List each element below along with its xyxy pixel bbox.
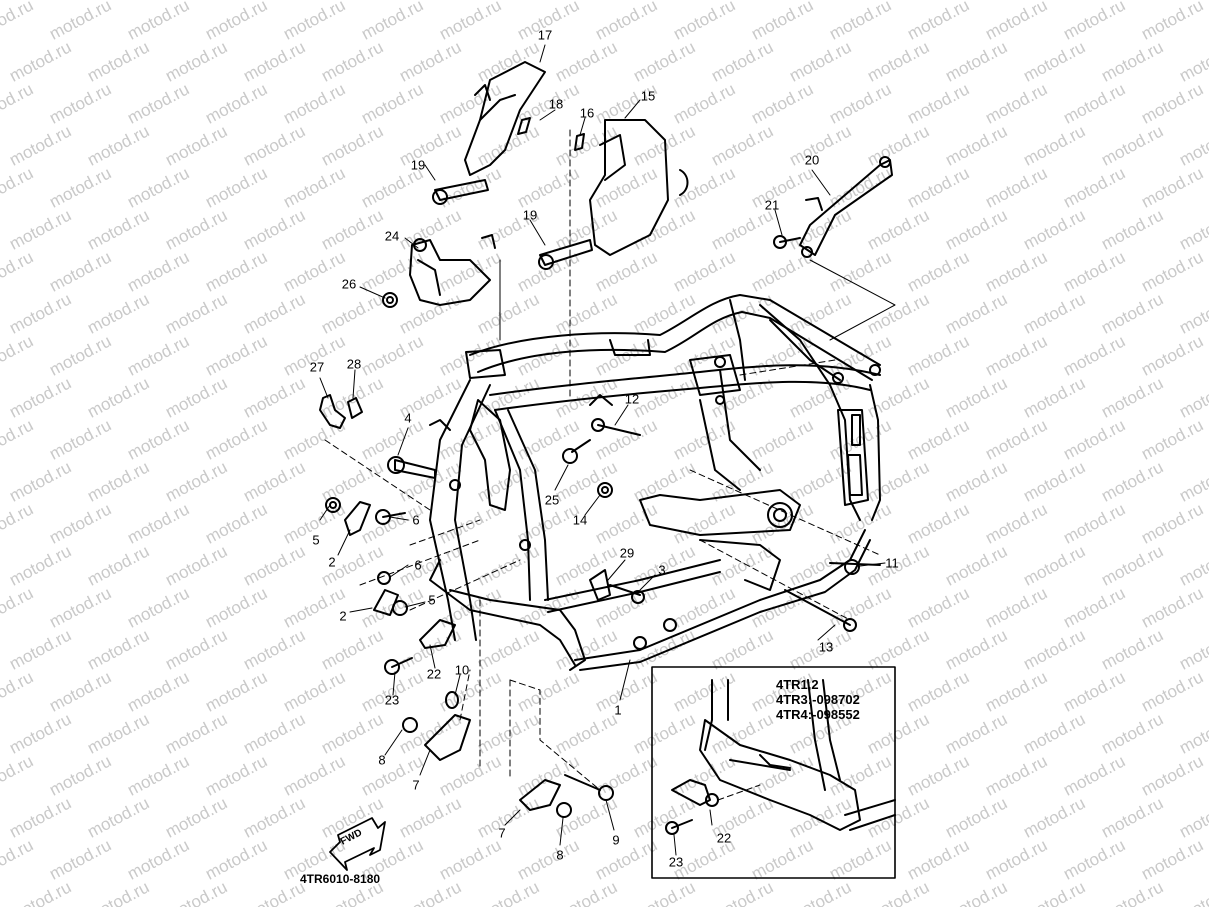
callout-1: 1	[614, 702, 622, 718]
callout-8-right: 8	[556, 847, 564, 863]
callout-26: 26	[341, 276, 357, 292]
callout-28: 28	[346, 356, 362, 372]
callout-17: 17	[537, 27, 553, 43]
callout-14: 14	[572, 512, 588, 528]
callout-19-upper: 19	[410, 157, 426, 173]
cover-15	[589, 119, 689, 256]
callout-25: 25	[544, 492, 560, 508]
inset-model-line-3: 4TR4:-098552	[776, 707, 860, 722]
callout-7-left: 7	[412, 777, 420, 793]
callout-3: 3	[658, 562, 666, 578]
cover-17	[464, 61, 546, 176]
left-hardware	[319, 394, 881, 818]
callout-6-upper: 6	[412, 512, 420, 528]
diagram-code: 4TR6010-8180	[300, 872, 381, 886]
inset-model-line-1: 4TR1,2	[776, 677, 819, 692]
inset-model-line-2: 4TR3:-098702	[776, 692, 860, 707]
callout-10: 10	[454, 662, 470, 678]
callout-29: 29	[619, 545, 635, 561]
callout-8-left: 8	[378, 752, 386, 768]
main-frame	[429, 294, 881, 671]
callout-15: 15	[640, 88, 656, 104]
inset-box	[651, 666, 896, 879]
inset-callout-23: 23	[668, 854, 684, 870]
callout-22: 22	[426, 666, 442, 682]
leader-lines	[319, 44, 896, 846]
callout-5-upper: 5	[312, 532, 320, 548]
callout-27: 27	[309, 359, 325, 375]
callout-4: 4	[404, 410, 412, 426]
bracket-24	[409, 234, 496, 306]
callout-9: 9	[612, 832, 620, 848]
callout-16: 16	[579, 105, 595, 121]
callout-7-right: 7	[498, 825, 506, 841]
callout-2-upper: 2	[328, 554, 336, 570]
inset-callout-22: 22	[716, 830, 732, 846]
callout-23: 23	[384, 692, 400, 708]
callout-21: 21	[764, 197, 780, 213]
callout-19-mid: 19	[522, 207, 538, 223]
callout-13: 13	[818, 639, 834, 655]
callout-6-lower: 6	[414, 557, 422, 573]
callout-5-lower: 5	[428, 592, 436, 608]
callout-12: 12	[624, 391, 640, 407]
small-parts-upper	[382, 117, 801, 308]
callout-2-lower: 2	[339, 608, 347, 624]
callout-20: 20	[804, 152, 820, 168]
callout-18: 18	[548, 96, 564, 112]
bracket-20	[799, 156, 893, 258]
fwd-arrow-icon	[329, 817, 386, 871]
callout-11: 11	[885, 555, 899, 571]
callout-24: 24	[384, 228, 400, 244]
